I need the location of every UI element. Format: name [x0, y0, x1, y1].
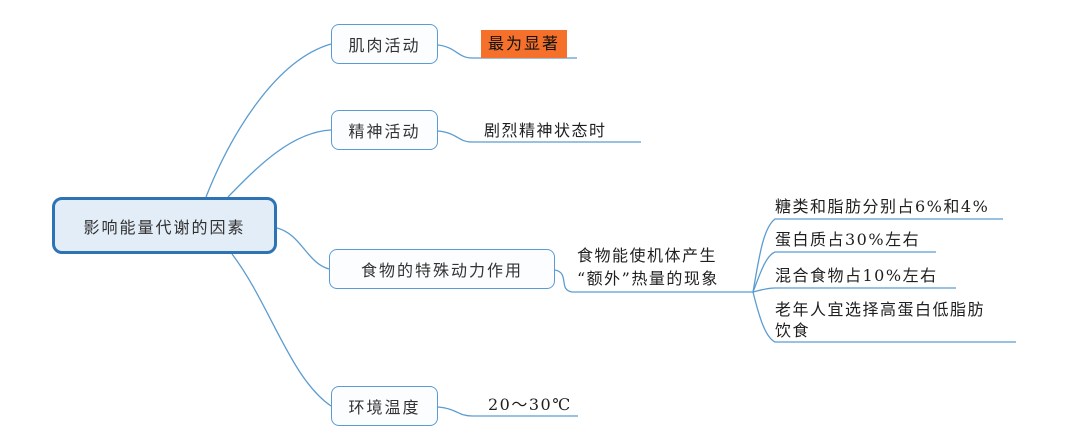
branch-label: 精神活动 — [348, 122, 421, 141]
leaf-food-extra-heat-note[interactable]: 食物能使机体产生 “额外”热量的现象 — [577, 246, 719, 288]
branch-node-food-specific-dynamic-action[interactable]: 食物的特殊动力作用 — [329, 249, 555, 289]
branch-node-muscle-activity[interactable]: 肌肉活动 — [331, 24, 438, 64]
leaf-sugar-fat-percentage[interactable]: 糖类和脂肪分别占6%和4% — [775, 197, 990, 216]
leaf-protein-percentage[interactable]: 蛋白质占30%左右 — [775, 230, 921, 249]
leaf-intense-mental-state[interactable]: 剧烈精神状态时 — [484, 121, 607, 140]
connector-root-temperature — [231, 253, 332, 407]
leaf-mixed-food-percentage[interactable]: 混合食物占10%左右 — [775, 266, 938, 285]
root-node[interactable]: 影响能量代谢的因素 — [52, 197, 277, 254]
branch-node-mental-activity[interactable]: 精神活动 — [331, 110, 438, 150]
connector-note-sub2 — [752, 251, 936, 293]
branch-node-environment-temperature[interactable]: 环境温度 — [331, 386, 438, 426]
leaf-most-significant[interactable]: 最为显著 — [481, 30, 568, 58]
branch-label: 肌肉活动 — [348, 36, 421, 55]
leaf-elderly-diet-advice[interactable]: 老年人宜选择高蛋白低脂肪 饮食 — [775, 300, 986, 340]
connector-root-mental — [227, 129, 332, 198]
connector-mental-leaf — [437, 130, 641, 143]
branch-label: 环境温度 — [348, 398, 421, 417]
connector-note-sub4 — [752, 291, 1016, 343]
connector-note-sub3 — [752, 287, 956, 293]
root-label: 影响能量代谢的因素 — [83, 217, 246, 237]
connector-muscle-leaf — [437, 44, 577, 59]
leaf-temperature-range[interactable]: 20～30℃ — [488, 395, 572, 414]
branch-label: 食物的特殊动力作用 — [360, 261, 523, 280]
connector-root-food — [276, 227, 330, 270]
connector-food-note — [554, 269, 753, 293]
connector-root-muscle — [205, 43, 332, 198]
connector-note-sub1 — [752, 218, 1003, 293]
connector-temperature-leaf — [437, 406, 578, 417]
